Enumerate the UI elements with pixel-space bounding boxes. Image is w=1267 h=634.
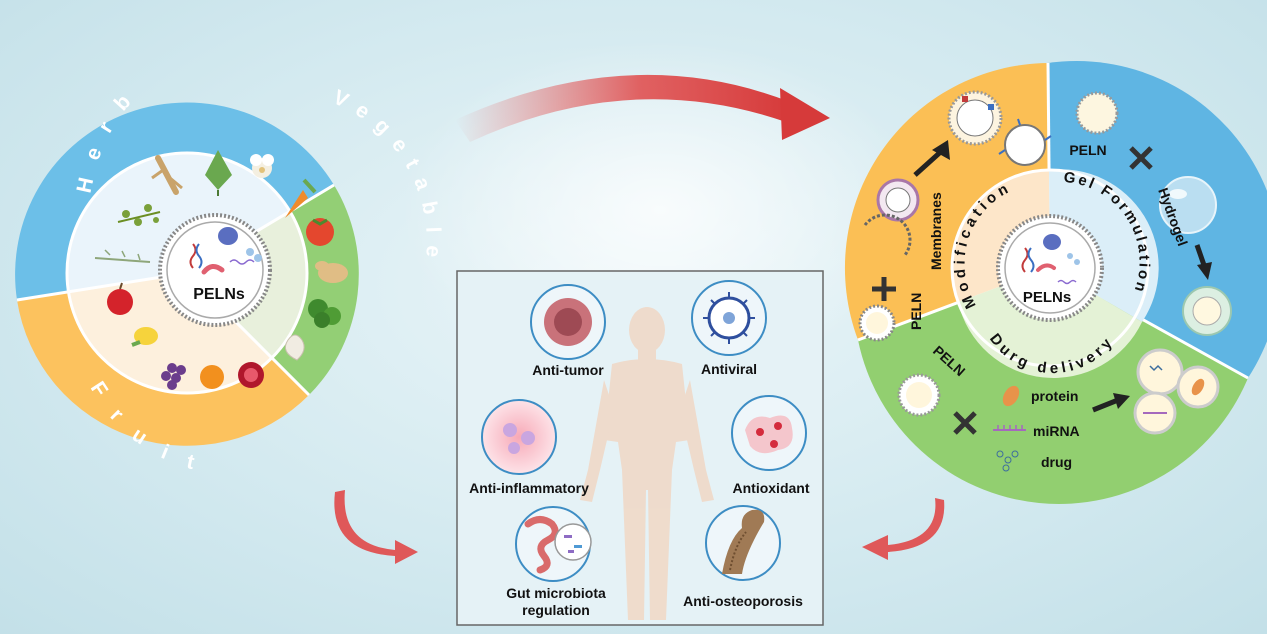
anti-tumor-label: Anti-tumor [532, 362, 604, 378]
gut-microbiota-badge: Gut microbiota regulation [506, 506, 606, 618]
antioxidant-label: Antioxidant [733, 480, 810, 496]
plus-icon [872, 277, 896, 301]
mirna-label: miRNA [1033, 423, 1080, 439]
cross-icon [953, 411, 977, 435]
cross-icon [1129, 146, 1153, 170]
right-small-arrow [862, 498, 945, 560]
gut-microbiota-label-line1: Gut microbiota [506, 585, 606, 601]
ginger-icon [315, 261, 348, 283]
ginseng-icon [151, 155, 183, 195]
modification-peln-label: PELN [908, 293, 924, 330]
right-pelns-label: PELNs [1023, 289, 1071, 306]
drug-molecule-icon [996, 450, 1019, 472]
membrane-fragment-icon [863, 213, 912, 256]
antioxidant-badge: Antioxidant [731, 395, 810, 496]
effects-panel: Anti-tumor Antiviral Anti-inflammatory [456, 270, 824, 626]
herb-stem-icon [94, 249, 151, 263]
peln-vesicle-icon [897, 373, 941, 417]
antiviral-badge: Antiviral [691, 280, 767, 377]
herb-branch-icon [117, 204, 161, 226]
big-curved-arrow [455, 74, 830, 142]
flower-icon [250, 154, 274, 178]
membranes-label: Membranes [928, 192, 944, 270]
gel-encapsulated-icon [1182, 286, 1232, 336]
modified-vesicle-icon [998, 118, 1052, 166]
peln-vesicle-icon [858, 304, 896, 342]
tomato-icon [306, 218, 334, 246]
carrot-icon [285, 190, 308, 218]
apple-icon [107, 282, 133, 315]
gel-peln-label: PELN [1069, 142, 1106, 158]
membrane-vesicle-icon [947, 90, 1003, 146]
herb-leaf-icon [205, 150, 232, 196]
anti-inflammatory-label: Anti-inflammatory [469, 480, 589, 496]
left-wheel: PELNs Herb Vegetable Fruit [15, 77, 433, 479]
delivery-sector [858, 268, 1248, 504]
anti-osteoporosis-label: Anti-osteoporosis [683, 593, 803, 609]
arrow-up-icon [913, 140, 950, 177]
right-pelns-core: PELNs [996, 214, 1104, 322]
arrow-down-icon [1194, 244, 1212, 280]
loaded-vesicle-icon [1133, 348, 1220, 435]
broccoli-icon [308, 299, 341, 328]
antiviral-label: Antiviral [701, 361, 757, 377]
hydrogel-bubble-icon [1159, 176, 1217, 234]
garlic-icon [285, 334, 305, 361]
protein-label: protein [1031, 388, 1078, 404]
arrow-right-icon [1092, 393, 1130, 413]
grape-icon [161, 363, 186, 390]
pomegranate-icon [238, 362, 264, 388]
anti-inflammatory-badge: Anti-inflammatory [469, 399, 589, 496]
drug-label: drug [1041, 454, 1072, 470]
mirna-icon [993, 425, 1026, 431]
right-wheel: PELNs Modification Gel Formulation Durg … [844, 61, 1267, 504]
orange-icon [200, 365, 224, 389]
anti-osteoporosis-badge: Anti-osteoporosis [683, 505, 803, 609]
protein-icon [1002, 385, 1020, 407]
gut-microbiota-label-line2: regulation [522, 602, 590, 618]
left-pelns-core: PELNs [158, 213, 272, 327]
left-pelns-label: PELNs [193, 286, 245, 303]
leaf-sprout-icon [302, 178, 317, 194]
peln-vesicle-icon [1075, 91, 1119, 135]
anti-tumor-badge: Anti-tumor [530, 284, 606, 378]
lemon-icon [131, 327, 158, 347]
human-body-icon [580, 307, 714, 620]
left-small-arrow [334, 490, 418, 564]
